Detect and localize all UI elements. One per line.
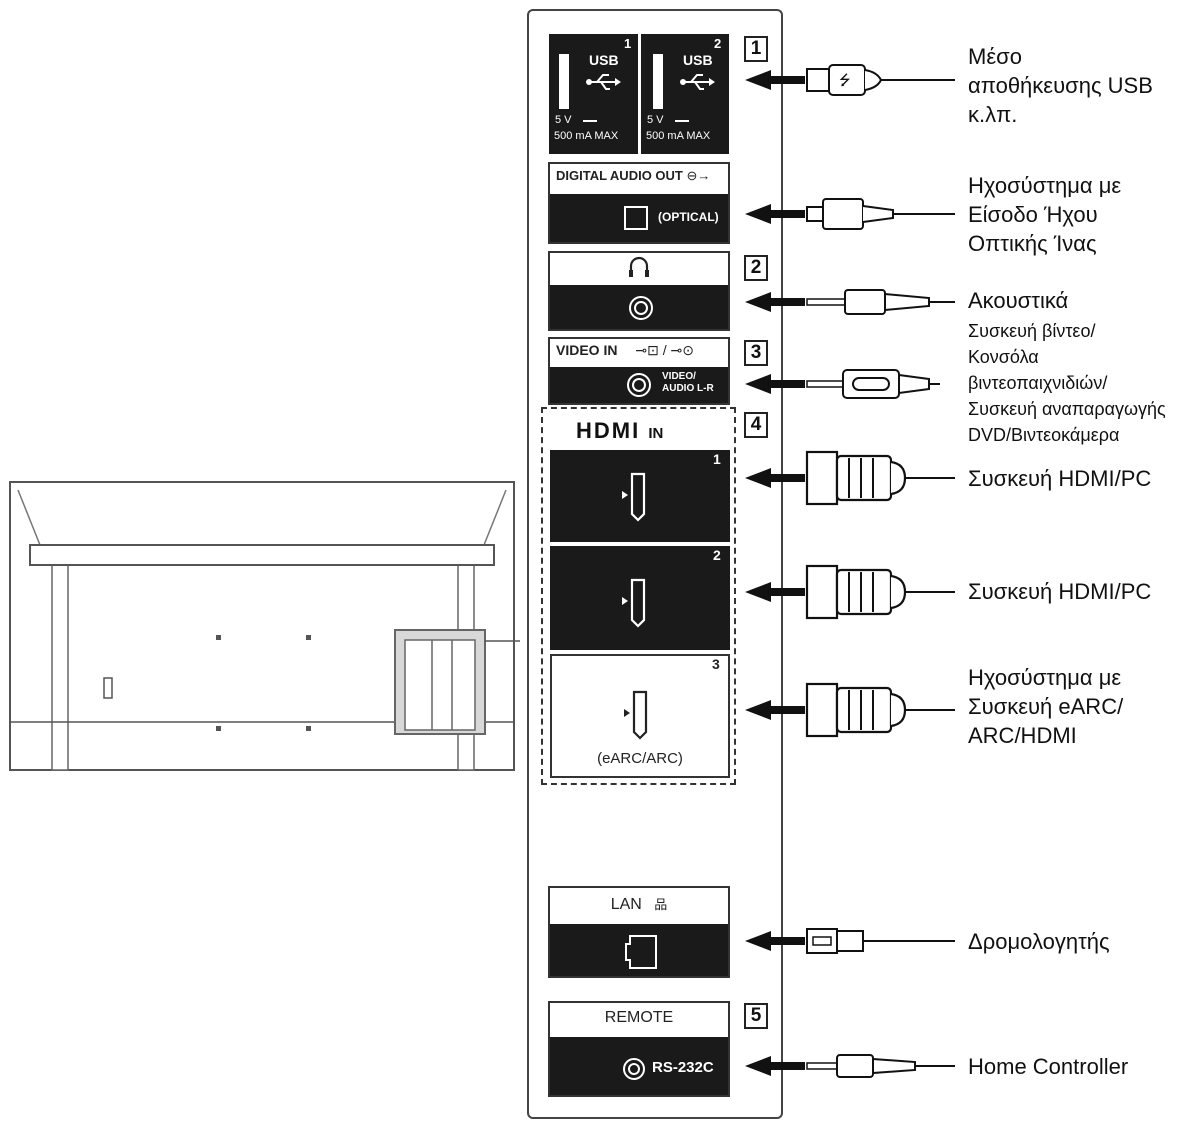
- usb-label: USB: [683, 52, 713, 68]
- hdmi-group: [541, 407, 736, 785]
- hdmi-port-number: 3: [712, 656, 720, 672]
- hdmi-port-3[interactable]: (eARC/ARC): [550, 654, 730, 778]
- dc-symbol-icon: [675, 120, 689, 122]
- video-plug-icon: [745, 369, 940, 399]
- earc-label: (eARC/ARC): [597, 750, 683, 767]
- headphone-jack-icon: [629, 296, 653, 320]
- video-audio-label: VIDEO/ AUDIO L-R: [662, 371, 714, 394]
- hdmi-connector-icon: [622, 472, 646, 522]
- tv-back-illustration: [0, 0, 520, 800]
- hdmi-plug-icon: [745, 450, 955, 506]
- hdmi-plug-icon: [745, 682, 955, 738]
- label-headphones: Ακουστικά: [968, 288, 1069, 313]
- usb-current: 500 mA MAX: [554, 130, 619, 142]
- hdmi-port-number: 1: [713, 451, 721, 467]
- usb-port-2[interactable]: USB 5 V 500 mA MAX: [641, 34, 729, 154]
- section-number-5: 5: [744, 1003, 768, 1029]
- section-number-3: 3: [744, 340, 768, 366]
- rs232-jack-icon: [623, 1058, 645, 1080]
- rs232-label: RS-232C: [652, 1059, 714, 1076]
- hdmi-logo: HDMI IN: [576, 418, 664, 443]
- lan-plug-icon: [745, 928, 955, 954]
- output-arrow-icon: ⊖→: [686, 168, 711, 183]
- label-video-device: Συσκευή βίντεο/ Κονσόλα βιντεοπαιχνιδιών…: [968, 321, 1166, 445]
- cable-connections: ⭍: [745, 64, 955, 1078]
- digital-audio-out-port[interactable]: DIGITAL AUDIO OUT ⊖→ (OPTICAL): [548, 162, 730, 244]
- label-hdmi-pc-1: Συσκευή HDMI/PC: [968, 466, 1152, 491]
- usb-port-1[interactable]: USB 5 V 500 mA MAX: [549, 34, 638, 154]
- headphone-icon: [550, 255, 728, 285]
- section-number-1: 1: [744, 36, 768, 62]
- video-in-port[interactable]: VIDEO IN ⊸⊡ / ⊸⊙ VIDEO/ AUDIO L-R: [548, 337, 730, 405]
- headphone-port[interactable]: [548, 251, 730, 331]
- optical-label: (OPTICAL): [658, 210, 719, 224]
- lan-port[interactable]: LAN 品: [548, 886, 730, 978]
- remote-port[interactable]: REMOTE RS-232C: [548, 1001, 730, 1097]
- network-icon: 品: [654, 897, 668, 912]
- usb-divider: [638, 34, 641, 154]
- usb-label: USB: [589, 52, 619, 68]
- hdmi-port-number: 2: [713, 547, 721, 563]
- label-hdmi-pc-2: Συσκευή HDMI/PC: [968, 579, 1152, 604]
- usb-current: 500 mA MAX: [646, 130, 711, 142]
- hdmi-port-2[interactable]: [550, 546, 730, 650]
- ethernet-jack-icon: [625, 935, 657, 969]
- svg-text:⭍: ⭍: [839, 73, 851, 89]
- headphone-plug-icon: [745, 289, 955, 315]
- usb-port-number: 2: [714, 36, 722, 51]
- usb-port-number: 1: [624, 36, 632, 51]
- digital-audio-title: DIGITAL AUDIO OUT ⊖→: [556, 168, 711, 183]
- optical-cable-icon: [745, 198, 955, 230]
- dc-symbol-icon: [583, 120, 597, 122]
- video-in-title: VIDEO IN ⊸⊡ / ⊸⊙: [556, 342, 694, 358]
- optical-jack-icon: [624, 206, 648, 230]
- label-router: Δρομολογητής: [968, 929, 1110, 954]
- hdmi-connector-icon: [624, 690, 648, 740]
- usb-cable-icon: ⭍: [745, 64, 955, 96]
- hdmi-port-1[interactable]: [550, 450, 730, 542]
- usb-power: 5 V: [647, 114, 664, 126]
- label-home-controller: Home Controller: [968, 1054, 1129, 1079]
- hdmi-plug-icon: [745, 564, 955, 620]
- lan-title: LAN 品: [610, 896, 668, 913]
- video-jack-icon: [627, 373, 651, 397]
- usb-symbol-icon: [586, 74, 621, 90]
- usb-symbol-icon: [680, 74, 715, 90]
- rs232-plug-icon: [745, 1054, 955, 1078]
- label-usb-storage: Μέσο αποθήκευσης USB κ.λπ.: [968, 44, 1153, 127]
- usb-slot-icon: [653, 54, 663, 109]
- usb-slot-icon: [559, 54, 569, 109]
- hdmi-connector-icon: [622, 578, 646, 628]
- section-number-4: 4: [744, 412, 768, 438]
- remote-title: REMOTE: [604, 1009, 674, 1026]
- section-number-2: 2: [744, 255, 768, 281]
- video-input-icon: ⊸⊡ / ⊸⊙: [635, 342, 694, 358]
- label-optical-audio: Ηχοσύστημα με Είσοδο Ήχου Οπτικής Ίνας: [968, 173, 1122, 256]
- usb-power: 5 V: [555, 114, 572, 126]
- label-earc: Ηχοσύστημα με Συσκευή eARC/ ARC/HDMI: [968, 665, 1124, 748]
